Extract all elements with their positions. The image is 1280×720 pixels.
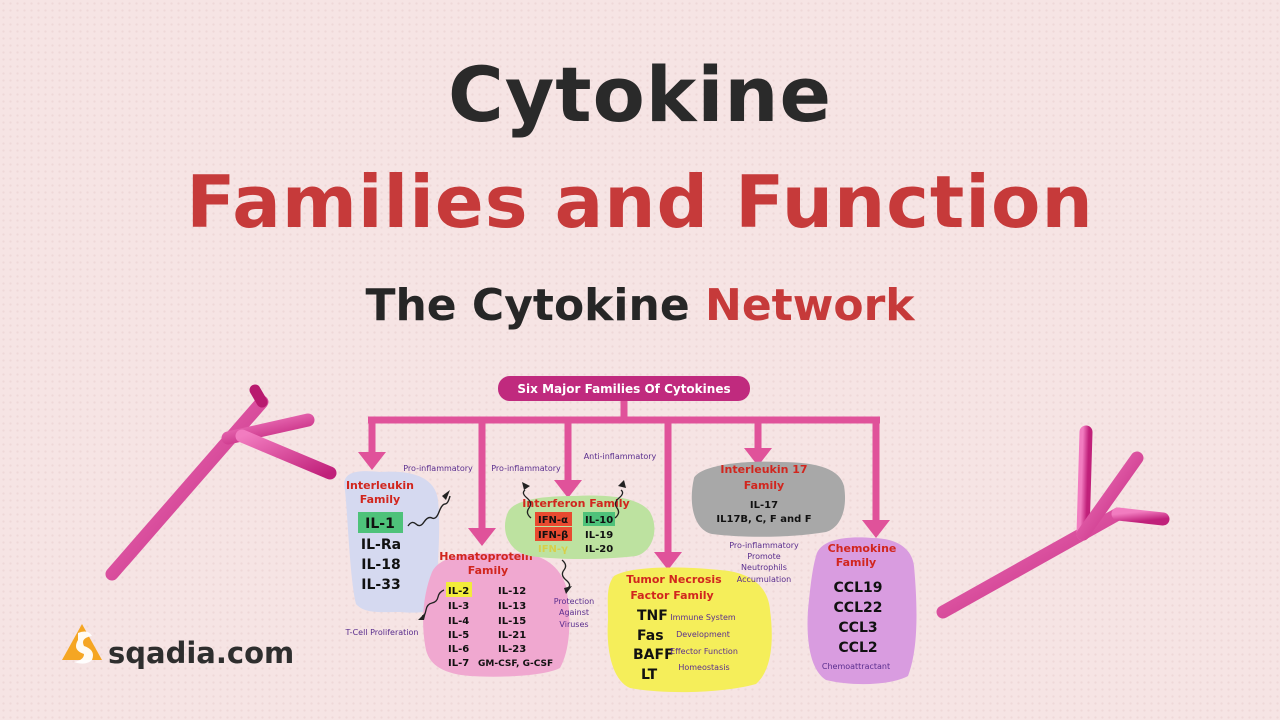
interferon-family: Interferon Family IFN-α IFN-β IFN-γ IL-1… — [491, 452, 656, 629]
interleukin-item-2: IL-Ra — [361, 537, 401, 553]
tnf-function-1: Immune System — [670, 613, 736, 622]
chemokine-title-2: Family — [836, 556, 876, 569]
interferon-note-bottom-3: Viruses — [559, 620, 588, 629]
hematoprotein-col2-3: IL-15 — [498, 616, 526, 627]
tnf-function-3: Effector Function — [670, 647, 738, 656]
il17-item-1: IL-17 — [750, 500, 778, 511]
hematoprotein-col1-1: IL-2 — [448, 586, 469, 597]
chemokine-title-1: Chemokine — [828, 542, 897, 555]
brand-name: sqadia.com — [108, 636, 295, 670]
tnf-item-4: LT — [641, 667, 658, 683]
interferon-col1-2: IFN-β — [538, 530, 568, 541]
antibody-left-icon — [105, 384, 337, 581]
hematoprotein-col2-2: IL-13 — [498, 601, 526, 612]
interferon-note-bottom-2: Against — [559, 608, 589, 617]
interleukin-family: Interleukin Family IL-1 IL-Ra IL-18 IL-3… — [344, 464, 473, 613]
hematoprotein-col2-1: IL-12 — [498, 586, 526, 597]
tnf-item-3: BAFF — [633, 647, 674, 663]
hematoprotein-col2-6: GM-CSF, G-CSF — [478, 659, 553, 669]
hematoprotein-col1-4: IL-5 — [448, 630, 469, 641]
hematoprotein-col2-4: IL-21 — [498, 630, 526, 641]
tnf-function-4: Homeostasis — [678, 663, 729, 672]
hematoprotein-col2-5: IL-23 — [498, 644, 526, 655]
interferon-col1-3: IFN-γ — [538, 544, 568, 555]
tnf-title-2: Factor Family — [630, 589, 713, 602]
tnf-family: Tumor Necrosis Factor Family TNF Fas BAF… — [607, 567, 772, 693]
subtitle-plain: The Cytokine — [365, 280, 690, 331]
interferon-note-bottom-1: Protection — [554, 597, 594, 606]
hematoprotein-col1-3: IL-4 — [448, 616, 469, 627]
interferon-col2-2: IL-19 — [585, 530, 613, 541]
subtitle-cytokine-network: The Cytokine Network — [0, 280, 1280, 331]
tnf-item-2: Fas — [637, 628, 664, 644]
il17-note-3: Neutrophils — [741, 563, 787, 572]
tnf-title-1: Tumor Necrosis — [626, 573, 722, 586]
interferon-col2-1: IL-10 — [585, 515, 613, 526]
title-cytokine: Cytokine — [447, 50, 833, 139]
interferon-col2-3: IL-20 — [585, 544, 613, 555]
tnf-function-2: Development — [676, 630, 730, 639]
chemokine-item-1: CCL19 — [834, 580, 883, 596]
chemokine-note: Chemoattractant — [822, 662, 890, 671]
hematoprotein-title-1: Hematoprotein — [439, 550, 533, 563]
interferon-col1-1: IFN-α — [538, 515, 568, 526]
family-connectors — [368, 401, 880, 552]
il17-item-2: IL17B, C, F and F — [716, 514, 811, 525]
title-families-and-function: Families and Function — [186, 160, 1094, 244]
sqadia-logo-icon — [62, 624, 102, 664]
il17-title-2: Family — [744, 479, 784, 492]
interferon-title: Interferon Family — [522, 497, 629, 510]
interleukin-item-4: IL-33 — [361, 577, 400, 593]
il17-note-4: Accumulation — [737, 575, 792, 584]
hematoprotein-note: T-Cell Proliferation — [345, 628, 419, 637]
chemokine-item-3: CCL3 — [838, 620, 877, 636]
interleukin-title-2: Family — [360, 493, 400, 506]
interleukin-item-1: IL-1 — [365, 516, 395, 532]
interleukin-note: Pro-inflammatory — [403, 464, 473, 473]
hematoprotein-title-2: Family — [468, 564, 508, 577]
chemokine-item-2: CCL22 — [834, 600, 883, 616]
il17-family: Interleukin 17 Family IL-17 IL17B, C, F … — [691, 461, 846, 584]
tnf-item-1: TNF — [637, 608, 668, 624]
subtitle-accent: Network — [705, 280, 915, 331]
connector-arrowheads — [358, 448, 890, 570]
il17-note-2: Promote — [747, 552, 781, 561]
root-family-label: Six Major Families Of Cytokines — [517, 382, 730, 396]
chemokine-item-4: CCL2 — [838, 640, 877, 656]
interferon-note-right: Anti-inflammatory — [584, 452, 657, 461]
interleukin-title-1: Interleukin — [346, 479, 414, 492]
root-family-pill: Six Major Families Of Cytokines — [498, 376, 750, 401]
hematoprotein-col1-2: IL-3 — [448, 601, 469, 612]
hematoprotein-family: Hematoprotein Family IL-2 IL-3 IL-4 IL-5… — [345, 550, 570, 677]
il17-title-1: Interleukin 17 — [720, 463, 807, 476]
hematoprotein-col1-6: IL-7 — [448, 658, 469, 669]
antibody-right-icon — [936, 425, 1170, 619]
interleukin-item-3: IL-18 — [361, 557, 400, 573]
il17-note-1: Pro-inflammatory — [729, 541, 799, 550]
hematoprotein-col1-5: IL-6 — [448, 644, 469, 655]
chemokine-family: Chemokine Family CCL19 CCL22 CCL3 CCL2 C… — [807, 537, 917, 685]
interferon-note-left: Pro-inflammatory — [491, 464, 561, 473]
